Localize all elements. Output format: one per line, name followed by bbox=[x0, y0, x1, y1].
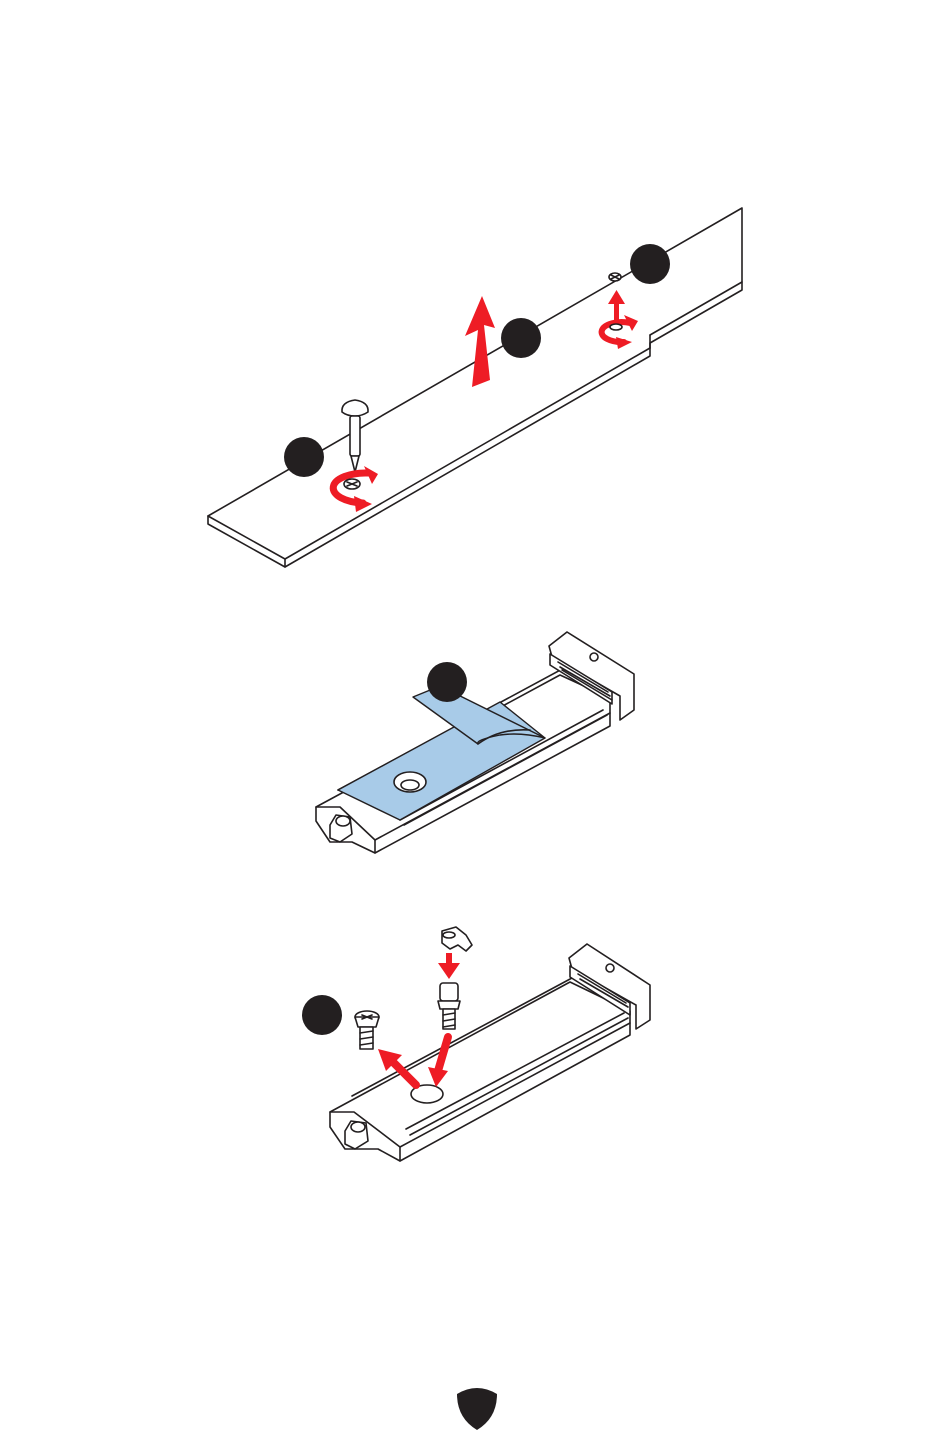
insert-arrow-icon bbox=[438, 953, 460, 979]
m2-slot-base bbox=[330, 982, 630, 1161]
step-marker bbox=[501, 318, 541, 358]
shield-logo-icon bbox=[455, 1384, 499, 1432]
screw-icon bbox=[344, 479, 360, 489]
figure-remove-heatsink bbox=[0, 190, 950, 590]
heatsink-diagram bbox=[0, 190, 950, 590]
step-marker bbox=[302, 995, 342, 1035]
screw-icon bbox=[609, 273, 621, 281]
footer-logo bbox=[455, 1384, 499, 1432]
clip-icon bbox=[442, 927, 472, 951]
m2-slot-tape-diagram bbox=[0, 620, 950, 870]
standoff-icon bbox=[438, 983, 460, 1029]
screw-hole bbox=[394, 772, 426, 792]
step-marker bbox=[630, 244, 670, 284]
m2-slot-standoff-diagram bbox=[0, 915, 950, 1175]
step-marker bbox=[284, 437, 324, 477]
figure-swap-standoff bbox=[0, 915, 950, 1175]
step-marker bbox=[427, 662, 467, 702]
figure-remove-tape-film bbox=[0, 620, 950, 870]
screw-icon bbox=[355, 1011, 379, 1049]
